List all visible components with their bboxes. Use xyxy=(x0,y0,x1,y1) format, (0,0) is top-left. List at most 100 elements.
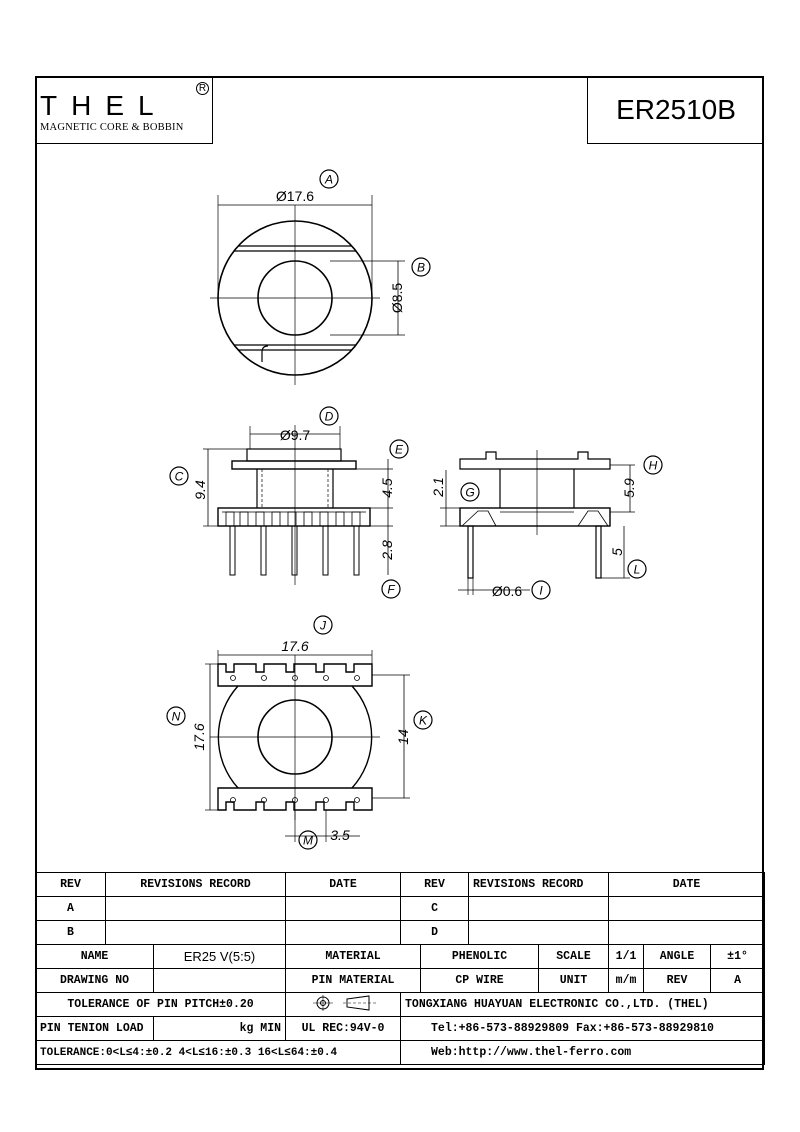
ul-rating: UL REC:94V-0 xyxy=(285,1016,402,1041)
name-value: ER25 V(5:5) xyxy=(152,944,287,969)
slot xyxy=(255,511,265,527)
base-slots xyxy=(225,511,361,527)
third-angle-projection-icon xyxy=(313,994,378,1011)
dim-f-value: 2.8 xyxy=(379,540,395,561)
callouts: A B D E C F G H L I J N K M xyxy=(166,169,663,850)
angle-label: ANGLE xyxy=(643,944,712,969)
callout-letter: M xyxy=(303,834,313,848)
callout-f: F xyxy=(381,579,401,599)
callout-b: B xyxy=(411,257,431,277)
logo-subtitle: MAGNETIC CORE & BOBBIN xyxy=(40,122,184,133)
top-pin-rail xyxy=(217,663,373,687)
revision-date-cell xyxy=(608,896,766,921)
dim-j-value: 17.6 xyxy=(281,638,308,654)
tolerance-pitch-row: TOLERANCE OF PIN PITCH±0.20 TONGXIANG HU… xyxy=(34,992,766,1017)
part-number: ER2510B xyxy=(587,76,764,144)
top-view xyxy=(210,195,405,385)
pin xyxy=(353,525,360,576)
callout-letter: L xyxy=(634,563,641,577)
callout-m: M xyxy=(298,830,318,850)
base-flange xyxy=(217,507,371,527)
dim-b-value: Ø8.5 xyxy=(389,283,405,314)
revision-row: B D xyxy=(35,920,766,945)
scale-value: 1/1 xyxy=(608,944,645,969)
dimension-values: Ø17.6 Ø8.5 Ø9.7 9.4 4.5 2.8 2.1 5.9 5 Ø0… xyxy=(191,188,637,843)
slot-notch xyxy=(261,345,269,362)
callout-c: C xyxy=(169,466,189,486)
dim-a-value: Ø17.6 xyxy=(276,188,314,204)
revision-date-cell xyxy=(285,896,402,921)
top-collar xyxy=(246,448,342,462)
dim-k-value: 14 xyxy=(395,729,411,745)
pin xyxy=(291,525,298,576)
pin xyxy=(467,525,474,579)
website: Web:http://www.thel-ferro.com xyxy=(400,1040,766,1065)
pins xyxy=(229,525,360,576)
pin-material-value: CP WIRE xyxy=(420,968,540,993)
slot xyxy=(225,511,235,527)
rev-letter: D xyxy=(400,920,470,945)
logo-brand: THEL xyxy=(40,90,168,121)
unit-value: m/m xyxy=(608,968,645,993)
rev-header: REV xyxy=(35,872,106,897)
callout-e: E xyxy=(389,439,409,459)
pin xyxy=(322,525,329,576)
callout-n: N xyxy=(166,706,186,726)
drawing-no-value xyxy=(152,968,287,993)
callout-letter: F xyxy=(387,583,395,597)
dim-d-value: Ø9.7 xyxy=(280,427,311,443)
revision-date-cell xyxy=(608,920,766,945)
pin-hole xyxy=(261,797,267,803)
pin-material-label: PIN MATERIAL xyxy=(285,968,422,993)
pin-tension-label: PIN TENION LOAD xyxy=(35,1016,154,1041)
base-chamfer xyxy=(461,510,497,527)
pin-hole xyxy=(230,675,236,681)
pin-hole xyxy=(323,675,329,681)
callout-d: D xyxy=(319,406,339,426)
callout-letter: I xyxy=(539,584,543,598)
rev-letter: C xyxy=(400,896,470,921)
dim-c-value: 9.4 xyxy=(192,480,208,500)
callout-letter: C xyxy=(175,470,184,484)
telephone-fax: Tel:+86-573-88929809 Fax:+86-573-8892981… xyxy=(400,1016,766,1041)
callout-g: G xyxy=(460,482,480,502)
registered-mark: R xyxy=(196,82,209,95)
pin-tension-unit: kg MIN xyxy=(152,1016,287,1041)
name-label: NAME xyxy=(35,944,154,969)
callout-letter: D xyxy=(325,410,334,424)
rev-letter: B xyxy=(35,920,106,945)
callout-h: H xyxy=(643,455,663,475)
callout-letter: K xyxy=(419,714,428,728)
technical-drawing: Ø17.6 Ø8.5 Ø9.7 9.4 4.5 2.8 2.1 5.9 5 Ø0… xyxy=(166,169,663,850)
slot xyxy=(335,511,345,527)
dim-e-value: 4.5 xyxy=(379,478,395,498)
drawing-row: DRAWING NO PIN MATERIAL CP WIRE UNIT m/m… xyxy=(35,968,766,993)
callout-letter: N xyxy=(172,710,181,724)
drawing-no-label: DRAWING NO xyxy=(35,968,154,993)
revision-record-cell xyxy=(104,896,287,921)
angle-value: ±1° xyxy=(710,944,766,969)
tolerance-row: TOLERANCE:0<L≤4:±0.2 4<L≤16:±0.3 16<L≤64… xyxy=(34,1040,766,1065)
callout-i: I xyxy=(531,580,551,600)
revisions-record-header-right: REVISIONS RECORD xyxy=(468,872,610,897)
pin-hole xyxy=(323,797,329,803)
rev-letter: A xyxy=(35,896,106,921)
revision-record-cell xyxy=(104,920,287,945)
callout-letter: A xyxy=(324,173,333,187)
pin-hole xyxy=(230,797,236,803)
callout-letter: H xyxy=(649,459,658,473)
projection-symbol xyxy=(285,992,402,1017)
date-header-right: DATE xyxy=(608,872,766,897)
rev-label: REV xyxy=(643,968,712,993)
revision-date-cell xyxy=(285,920,402,945)
pin-hole xyxy=(354,797,360,803)
dim-m-value: 3.5 xyxy=(330,827,350,843)
callout-k: K xyxy=(413,710,433,730)
side-top-flange xyxy=(459,451,611,470)
callout-letter: B xyxy=(417,261,425,275)
scale-label: SCALE xyxy=(538,944,610,969)
dim-g-value: 2.1 xyxy=(430,477,446,497)
front-view xyxy=(203,425,393,585)
revision-row: A C xyxy=(35,896,766,921)
rev-header-right: REV xyxy=(400,872,470,897)
